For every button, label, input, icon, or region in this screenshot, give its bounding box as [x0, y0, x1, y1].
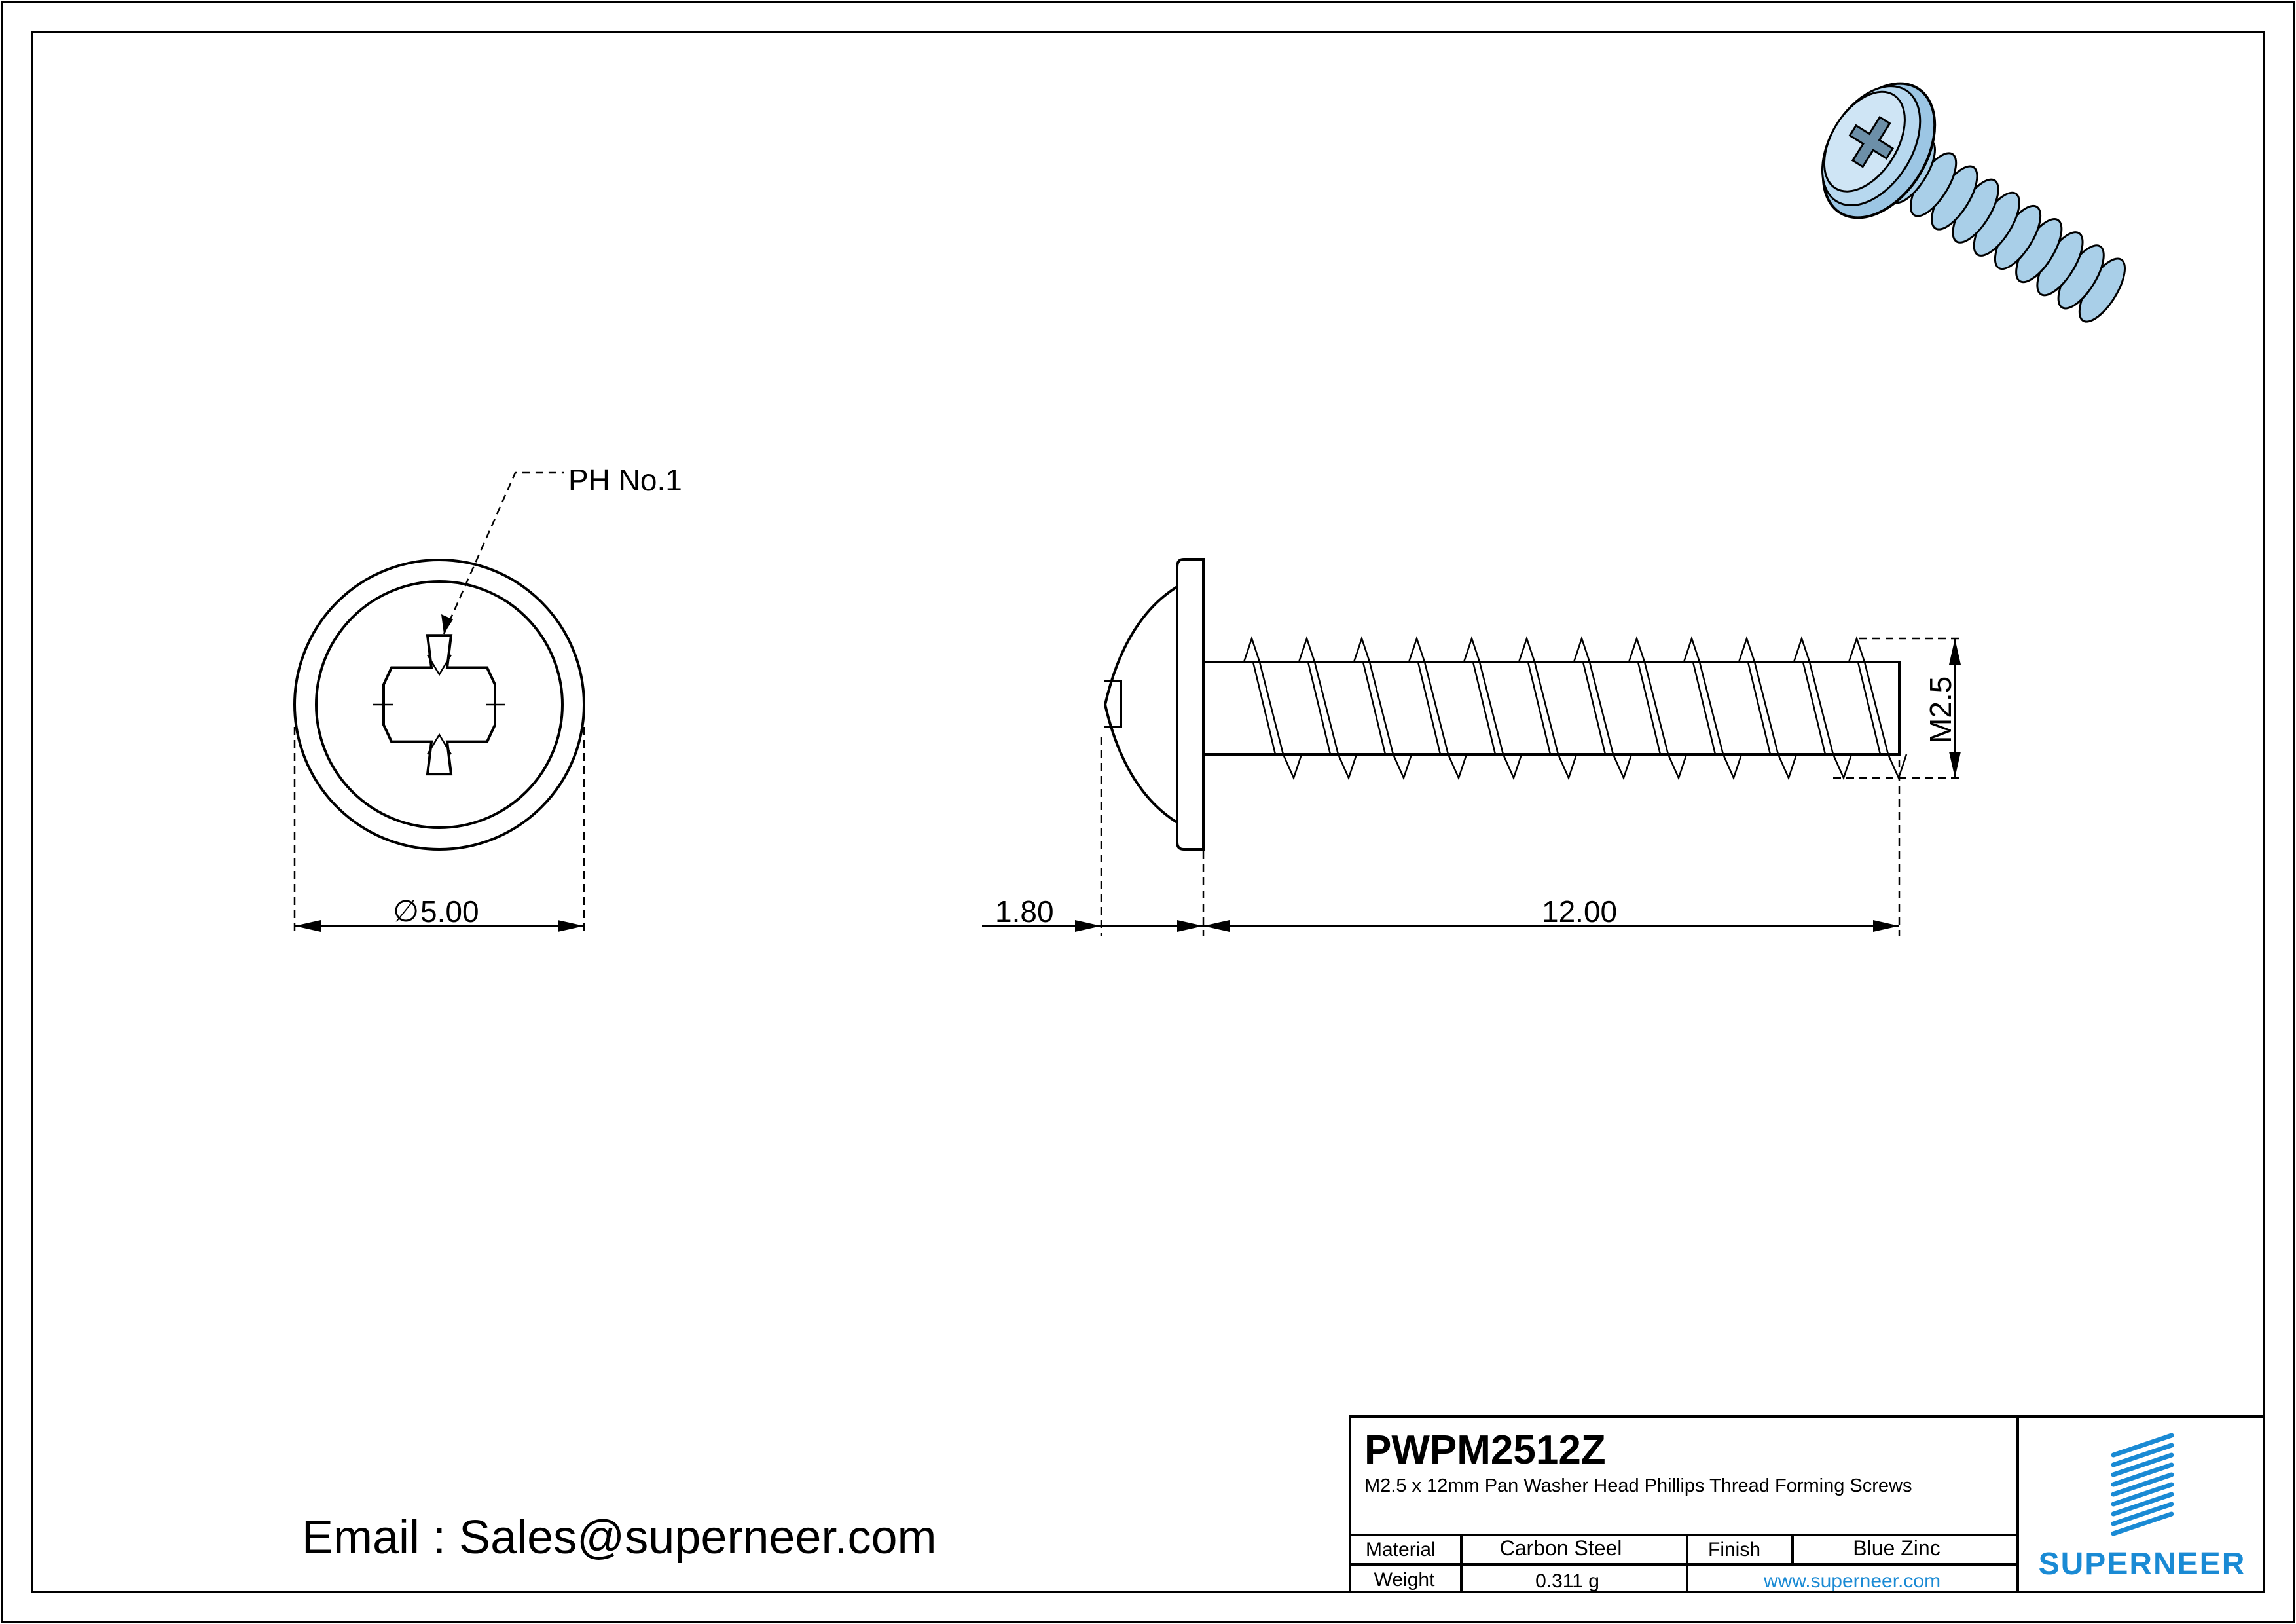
- logo-stripe: [2111, 1433, 2174, 1458]
- thread-crest: [1298, 636, 1358, 781]
- thread-crest: [1408, 636, 1468, 781]
- material-value: Carbon Steel: [1500, 1536, 1622, 1560]
- thread-crest: [1518, 636, 1578, 781]
- weight-label: Weight: [1374, 1569, 1435, 1591]
- logo-stripe: [2111, 1502, 2174, 1526]
- thread-crest: [1243, 636, 1303, 781]
- weight-value: 0.311 g: [1535, 1570, 1599, 1592]
- title-block: PWPM2512Z M2.5 x 12mm Pan Washer Head Ph…: [1349, 1415, 2265, 1593]
- thread-crest: [1738, 636, 1798, 781]
- logo-stripe: [2111, 1472, 2174, 1497]
- logo-stripe: [2111, 1492, 2174, 1517]
- website-link[interactable]: www.superneer.com: [1763, 1570, 1941, 1592]
- finish-label: Finish: [1708, 1539, 1760, 1560]
- inner-frame: [31, 31, 2265, 1593]
- logo-stripe: [2111, 1452, 2174, 1477]
- thread-crest: [1848, 636, 1908, 781]
- contact-email[interactable]: Email : Sales@superneer.com: [302, 1511, 937, 1564]
- thread-crest: [1793, 636, 1853, 781]
- screw-3d-render: [1821, 82, 2126, 323]
- side-view: 1.80 12.00 M2.5: [982, 558, 1964, 936]
- logo-stripe: [2111, 1511, 2174, 1536]
- thread-size-dimension: M2.5: [1923, 676, 1958, 743]
- thread-crest: [1628, 636, 1688, 781]
- diameter-dimension: 5.00: [420, 895, 479, 929]
- front-view: PH No.1 ∅ 5.00: [293, 463, 682, 936]
- material-label: Material: [1366, 1539, 1436, 1560]
- thread-crest: [1463, 636, 1523, 781]
- logo-stripe: [2111, 1482, 2174, 1507]
- phillips-callout: PH No.1: [568, 463, 682, 497]
- thread-crest: [1573, 636, 1633, 781]
- callout-leader: [443, 471, 564, 635]
- logo-stripe: [2111, 1462, 2174, 1487]
- logo-text: SUPERNEER: [2039, 1547, 2246, 1581]
- part-number: PWPM2512Z: [1364, 1428, 1606, 1473]
- thread-crest: [1353, 636, 1413, 781]
- logo-stripe: [2111, 1443, 2174, 1467]
- diameter-symbol: ∅: [393, 894, 419, 928]
- thread-crest: [1683, 636, 1743, 781]
- length-dimension: 12.00: [1542, 895, 1617, 929]
- finish-value: Blue Zinc: [1853, 1536, 1940, 1560]
- superneer-logo-icon: [2111, 1433, 2174, 1536]
- head-height-dimension: 1.80: [995, 895, 1054, 929]
- part-description: M2.5 x 12mm Pan Washer Head Phillips Thr…: [1364, 1475, 1912, 1496]
